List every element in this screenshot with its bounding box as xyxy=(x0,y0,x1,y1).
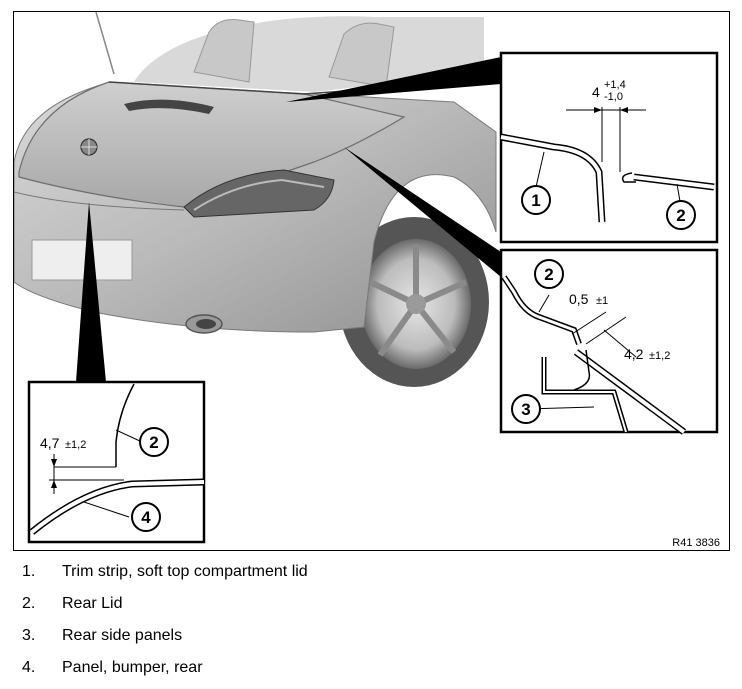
legend-text: Rear side panels xyxy=(62,627,183,644)
legend-text: Trim strip, soft top compartment lid xyxy=(62,563,308,580)
callout-2-mid: 2 xyxy=(544,265,553,284)
callout-2-top: 2 xyxy=(676,206,685,225)
dim-bottom-tol: ±1,2 xyxy=(65,439,86,451)
dim-mid-b-value: 4,2 xyxy=(624,346,644,362)
legend-number: 2. xyxy=(22,595,36,612)
dim-mid-a-value: 0,5 xyxy=(569,291,589,307)
dim-top-tol-plus: +1,4 xyxy=(604,79,626,91)
dim-mid-a-tol: ±1 xyxy=(596,295,608,307)
dim-mid-b-tol: ±1,2 xyxy=(649,350,670,362)
dim-top-tol-minus: -1,0 xyxy=(604,91,623,103)
legend-number: 3. xyxy=(22,627,36,644)
callout-2-bottom: 2 xyxy=(149,433,158,452)
car-illustration xyxy=(14,12,497,387)
callout-3: 3 xyxy=(521,400,530,419)
dim-top-value: 4 xyxy=(592,84,600,100)
legend-number: 1. xyxy=(22,563,36,580)
detail-box-bottom xyxy=(27,380,206,544)
legend-number: 4. xyxy=(22,659,36,676)
legend-text: Rear Lid xyxy=(62,595,123,612)
callout-circles xyxy=(131,185,696,532)
diagram-svg: 1 2 2 3 2 4 4 +1,4 -1,0 0,5 ±1 4,2 ±1,2 … xyxy=(14,12,720,549)
pointer-wedges xyxy=(76,57,501,382)
callout-1: 1 xyxy=(531,191,540,210)
diagram-figure: 1 2 2 3 2 4 4 +1,4 -1,0 0,5 ±1 4,2 ±1,2 … xyxy=(13,11,730,551)
callout-4: 4 xyxy=(141,508,151,527)
dim-bottom-value: 4,7 xyxy=(40,435,60,451)
legend-text: Panel, bumper, rear xyxy=(62,659,203,676)
reference-code: R41 3836 xyxy=(672,537,720,549)
